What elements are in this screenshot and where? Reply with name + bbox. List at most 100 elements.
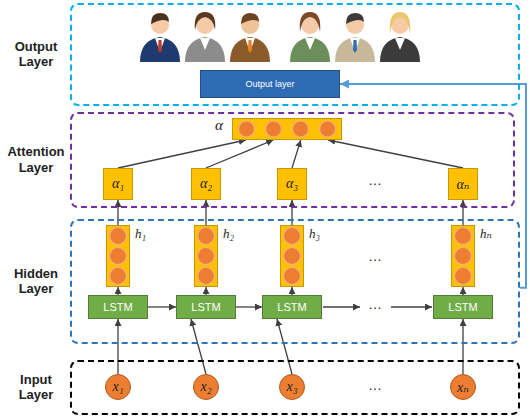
box-label: x₂ — [200, 379, 211, 395]
lstm-cell: LSTM — [88, 295, 148, 319]
person-icon — [290, 12, 330, 62]
ellipsis-label: … — [368, 248, 382, 264]
box-label: LSTM — [448, 301, 477, 313]
lstm-cell: LSTM — [433, 295, 493, 319]
layer-band: Input Layerx₁x₂x₃xₙ — [70, 360, 520, 415]
box-label: LSTM — [277, 301, 306, 313]
attention-weight: α₃ — [277, 168, 307, 200]
neuron-circle — [239, 121, 255, 137]
flow-arrow — [117, 319, 118, 374]
flow-arrow — [462, 200, 463, 225]
flow-arrow — [206, 140, 273, 168]
hidden-state: h₂ — [194, 225, 218, 287]
neuron-circle — [198, 228, 215, 245]
layer-band: Output LayerOutput layer — [70, 3, 520, 106]
people-illustration — [140, 12, 420, 62]
input-node: xₙ — [450, 374, 476, 400]
layer-title: Input Layer — [4, 372, 68, 403]
flow-arrow — [462, 287, 463, 295]
layer-title: Hidden Layer — [4, 266, 68, 297]
input-node: x₂ — [193, 374, 219, 400]
box-label: αₙ — [456, 176, 469, 193]
flow-arrow — [291, 287, 292, 295]
box-label: α₃ — [286, 176, 298, 192]
neuron-circle — [198, 268, 215, 285]
lstm-cell: LSTM — [262, 295, 322, 319]
neuron-circle — [455, 228, 472, 245]
symbol-label: hₙ — [480, 226, 492, 242]
hidden-state: h₃ — [280, 225, 304, 287]
box-label: x₁ — [112, 379, 123, 395]
attention-weight: αₙ — [448, 168, 478, 200]
symbol-label: h₁ — [135, 226, 146, 242]
flow-arrow — [205, 200, 206, 225]
person-icon — [140, 13, 180, 62]
symbol-label: h₂ — [223, 226, 234, 242]
recurrent-arrow — [323, 306, 360, 307]
flow-arrow — [236, 306, 262, 307]
neuron-circles — [107, 226, 129, 286]
flow-arrow — [118, 140, 246, 168]
neuron-circle — [320, 121, 336, 137]
box-label: LSTM — [191, 301, 220, 313]
attention-weight: α₂ — [191, 168, 221, 200]
flow-arrow — [328, 140, 463, 168]
box-label: LSTM — [103, 301, 132, 313]
layer-title: Attention Layer — [4, 144, 68, 175]
box-label: x₃ — [286, 379, 297, 395]
input-node: x₃ — [279, 374, 305, 400]
neuron-circle — [284, 248, 301, 265]
lstm-cell: LSTM — [176, 295, 236, 319]
neuron-circle — [110, 228, 127, 245]
symbol-label: α — [215, 117, 223, 134]
ellipsis-label: … — [368, 377, 382, 393]
ellipsis-label: … — [368, 296, 382, 312]
neuron-circle — [110, 248, 127, 265]
flow-arrow — [291, 200, 292, 225]
neuron-circle — [284, 228, 301, 245]
hidden-state: h₁ — [106, 225, 130, 287]
flow-arrow — [292, 140, 301, 168]
ellipsis-label: … — [368, 172, 382, 188]
flow-arrow — [191, 319, 206, 374]
layer-band: Attention Layerαα₁α₂α₃αₙ — [70, 112, 515, 208]
flow-arrow — [148, 306, 176, 307]
neuron-circles — [281, 226, 303, 286]
symbol-label: h₃ — [309, 226, 320, 242]
neuron-circle — [284, 268, 301, 285]
output-box: Output layer — [200, 70, 340, 98]
layer-band: Hidden Layerh₁h₂h₃hₙLSTMLSTMLSTMLSTM — [70, 219, 520, 344]
recurrent-arrow — [391, 306, 432, 307]
neuron-circle — [110, 268, 127, 285]
attention-vector: α — [232, 118, 342, 140]
output-arrow — [340, 84, 526, 288]
person-icon — [230, 13, 270, 62]
person-icon — [335, 13, 375, 62]
flow-arrow — [205, 287, 206, 295]
flow-arrow — [462, 319, 463, 374]
person-icon — [185, 12, 225, 62]
neuron-circles — [195, 226, 217, 286]
box-label: xₙ — [457, 379, 469, 396]
neuron-circle — [293, 121, 309, 137]
input-node: x₁ — [105, 374, 131, 400]
neuron-circles — [233, 119, 341, 139]
box-label: α₂ — [200, 176, 212, 192]
flow-arrow — [117, 200, 118, 225]
neuron-circle — [455, 248, 472, 265]
layer-title: Output Layer — [4, 39, 68, 70]
neuron-circle — [198, 248, 215, 265]
neuron-circle — [455, 268, 472, 285]
person-icon — [380, 12, 420, 62]
flow-arrow — [277, 319, 292, 374]
flow-arrow — [117, 287, 118, 295]
neuron-circle — [266, 121, 282, 137]
attention-weight: α₁ — [103, 168, 133, 200]
box-label: α₁ — [112, 176, 124, 192]
hidden-state: hₙ — [451, 225, 475, 287]
box-label: Output layer — [245, 79, 294, 89]
